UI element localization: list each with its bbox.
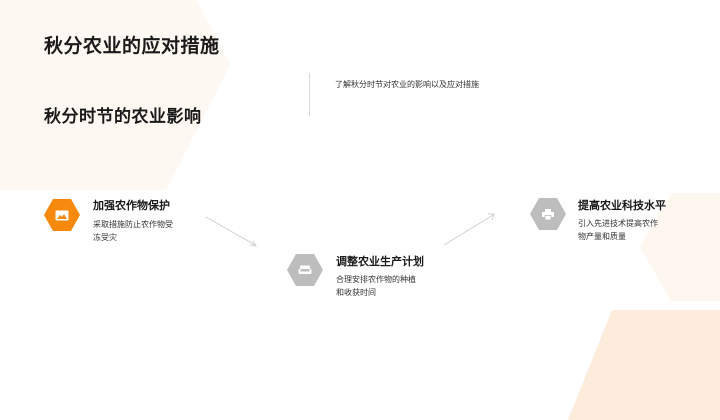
slide-title: 秋分农业的应对措施: [44, 35, 220, 57]
step-title: 调整农业生产计划: [336, 255, 424, 268]
slide-subtitle: 秋分时节的农业影响: [44, 107, 202, 127]
arrow-up-right: [443, 213, 495, 246]
arrow-down-right: [205, 216, 257, 247]
vertical-divider: [309, 73, 310, 116]
background-shape-top-left: [0, 0, 230, 190]
step-description: 引入先进技术提高农作物产量和质量: [578, 219, 658, 241]
printer-icon: [530, 198, 566, 230]
intro-text: 了解秋分时节对农业的影响以及应对措施: [335, 80, 479, 89]
image-icon: [44, 199, 80, 231]
step-title: 加强农作物保护: [93, 199, 170, 212]
step-description: 采取措施防止农作物受冻受灾: [93, 220, 173, 242]
step-title: 提高农业科技水平: [578, 199, 666, 212]
step-description: 合理安排农作物的种植和收获时间: [336, 275, 416, 297]
sofa-icon: [287, 254, 323, 286]
